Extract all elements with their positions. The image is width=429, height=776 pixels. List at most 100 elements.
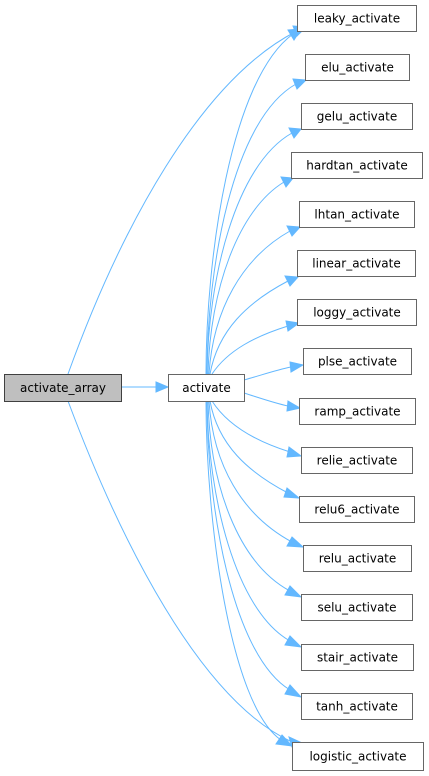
node-label: relu6_activate [314,503,399,517]
node-box[interactable] [299,398,416,425]
node-linear_activate[interactable]: linear_activate [297,250,416,277]
node-label: activate [182,381,231,395]
node-gelu_activate[interactable]: gelu_activate [301,103,413,130]
node-hardtan_activate[interactable]: hardtan_activate [291,152,423,179]
node-label: plse_activate [318,355,397,369]
edge-line [207,181,285,375]
node-relu_activate[interactable]: relu_activate [303,545,412,572]
node-lhtan_activate[interactable]: lhtan_activate [299,201,415,228]
arrowhead-icon [284,585,303,598]
edge-line [209,280,289,375]
edge-activate-to-loggy_activate [211,320,301,375]
arrowhead-icon [275,734,294,747]
arrowhead-icon [286,400,302,412]
edge-activate-to-plse_activate [243,361,305,381]
node-label: tanh_activate [316,700,398,714]
node-logistic_activate[interactable]: logistic_activate [292,742,424,771]
arrowhead-icon [280,176,294,188]
node-box[interactable] [292,742,424,771]
node-box[interactable] [301,447,413,474]
node-box[interactable] [303,545,412,572]
node-relu6_activate[interactable]: relu6_activate [299,496,415,523]
node-box[interactable] [301,644,414,671]
edge-activate-to-selu_activate [207,400,303,598]
node-selu_activate[interactable]: selu_activate [301,594,413,621]
arrowhead-icon [285,320,301,332]
arrowhead-icon [286,225,302,237]
node-box[interactable] [299,496,415,523]
node-label: loggy_activate [313,306,401,320]
node-box[interactable] [168,374,245,402]
arrowhead-icon [292,78,308,90]
node-plse_activate[interactable]: plse_activate [303,348,412,375]
edge-activate_array-to-leaky_activate [67,25,308,375]
node-label: activate_array [20,381,106,395]
edge-line [208,400,293,543]
arrowhead-icon [284,684,303,698]
node-box[interactable] [305,54,410,81]
node-loggy_activate[interactable]: loggy_activate [297,299,417,326]
edge-activate-to-gelu_activate [206,127,302,375]
node-label: lhtan_activate [314,208,399,222]
node-relie_activate[interactable]: relie_activate [301,447,413,474]
edge-line [211,325,289,375]
node-label: logistic_activate [309,750,406,764]
edge-line [67,400,293,743]
edge-activate-to-linear_activate [209,275,300,375]
node-label: ramp_activate [314,405,400,419]
node-ramp_activate[interactable]: ramp_activate [299,398,416,425]
node-label: linear_activate [312,257,400,271]
node-label: hardtan_activate [306,159,408,173]
node-tanh_activate[interactable]: tanh_activate [301,693,413,720]
edge-line [209,400,289,494]
node-label: gelu_activate [317,110,397,124]
arrowhead-icon [283,487,301,499]
arrowhead-icon [288,127,302,139]
node-label: selu_activate [317,601,396,615]
edge-line [211,400,291,453]
edge-line [243,366,292,381]
edge-activate-to-elu_activate [206,78,308,375]
edge-line [208,230,291,375]
nodes-layer: activate_array activate leaky_activate elu_… [4,5,424,771]
node-box[interactable] [4,374,122,402]
node-box[interactable] [297,5,417,32]
node-box[interactable] [291,152,423,179]
edge-line [206,132,293,375]
node-box[interactable] [297,250,416,277]
edge-activate-to-relu_activate [208,400,305,548]
arrowhead-icon [284,635,303,648]
node-stair_activate[interactable]: stair_activate [301,644,414,671]
node-activate[interactable]: activate [168,374,245,402]
edge-activate-to-relie_activate [211,400,303,458]
edge-activate-to-ramp_activate [243,392,302,412]
node-label: relu_activate [319,552,397,566]
node-box[interactable] [301,103,413,130]
node-box[interactable] [299,201,415,228]
node-box[interactable] [301,594,413,621]
edge-line [206,400,291,642]
edge-line [206,83,297,375]
edge-line [206,400,291,691]
edge-line [205,33,294,375]
node-box[interactable] [297,299,417,326]
node-label: relie_activate [317,454,398,468]
edge-activate-to-lhtan_activate [208,225,302,375]
edge-activate-to-stair_activate [206,400,303,648]
arrowhead-icon [286,446,303,458]
edge-activate_array-to-activate [121,381,170,393]
node-box[interactable] [301,693,413,720]
edge-activate-to-tanh_activate [206,400,303,698]
node-box[interactable] [303,348,412,375]
node-label: elu_activate [321,61,394,75]
node-activate_array[interactable]: activate_array [4,374,122,402]
arrowhead-icon [286,536,305,548]
node-leaky_activate[interactable]: leaky_activate [297,5,417,32]
node-elu_activate[interactable]: elu_activate [305,54,410,81]
edge-line [207,400,291,592]
arrowhead-icon [155,381,170,393]
arrowhead-icon [289,361,305,373]
edge-line [243,392,289,407]
node-label: leaky_activate [314,12,400,26]
